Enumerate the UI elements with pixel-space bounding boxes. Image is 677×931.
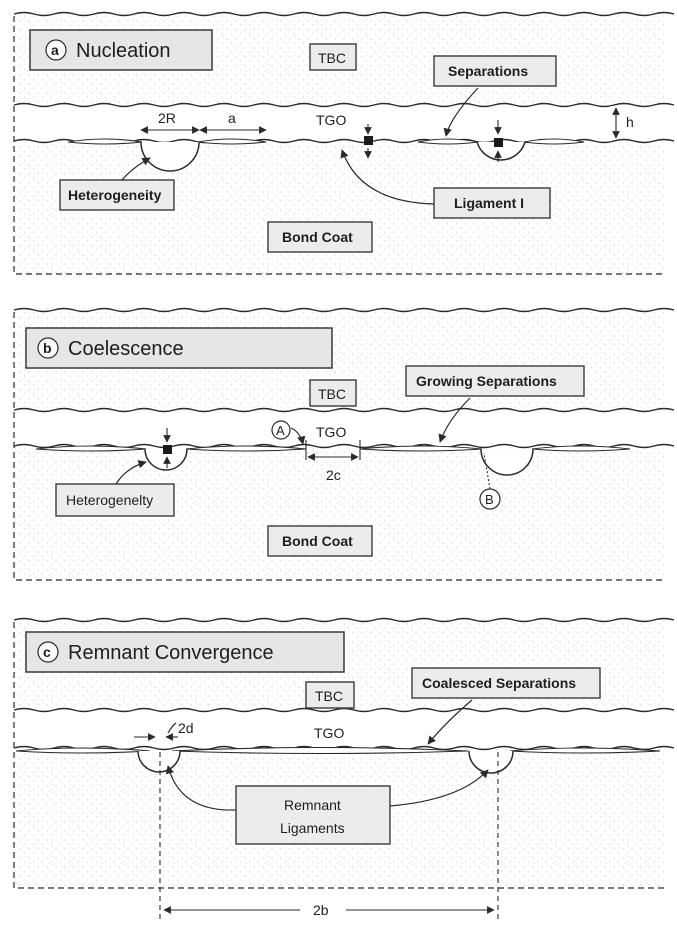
panel-c-title: Remnant Convergence <box>68 642 274 664</box>
panel-a-bondcoat-box <box>267 221 373 253</box>
panel-a-tbc-box <box>309 43 357 71</box>
panel-b-marker-a-circle <box>271 420 291 440</box>
panel-b-ligament-square <box>163 445 172 454</box>
panel-c-title-box <box>25 631 345 673</box>
panel-b-2c-label: 2c <box>326 467 341 483</box>
panel-a-tbc-label: TBC <box>318 50 346 66</box>
panel-c-tbc-box <box>305 681 355 709</box>
panel-c-coalesced-box <box>411 667 601 699</box>
panel-a-separation <box>197 138 267 145</box>
panel-a-separations-leader <box>443 87 479 137</box>
panel-b-growing-box <box>405 365 585 397</box>
panel-c-dashed-boundary <box>13 622 664 889</box>
panel-b-letter-circle <box>37 337 59 359</box>
panel-b-marker-a-arrow <box>290 427 306 445</box>
panel-a-tgo-label: TGO <box>316 112 346 128</box>
panel-a-letter-circle <box>45 39 67 61</box>
panel-a-separation <box>523 138 585 145</box>
panel-a-tbc-tgo-interface <box>13 102 675 108</box>
panel-b-tgo-band <box>14 408 664 446</box>
panel-a-ligament-square <box>364 136 373 145</box>
panel-a-heterogeneity-arc <box>140 141 200 172</box>
panel-c-remnant-leader-left <box>165 765 237 811</box>
panel-c-coalesced-label: Coalesced Separations <box>422 675 576 691</box>
panel-a-title: Nucleation <box>76 40 171 62</box>
panel-b: 2c A B b Coelescence TBC TGO Growing Sep… <box>13 307 675 581</box>
panel-c-tgo-label: TGO <box>314 725 344 741</box>
panel-a-dashed-boundary <box>13 16 664 275</box>
panel-b-heterogeneity-arc <box>480 448 534 476</box>
panel-b-bondcoat-label: Bond Coat <box>282 533 353 549</box>
panel-b-heterogeneity-leader <box>115 460 147 485</box>
panel-b-bondcoat-box <box>267 525 373 557</box>
panel-b-title: Coelescence <box>68 338 184 360</box>
panel-c-coalesced-leader <box>427 699 473 745</box>
panel-b-tgo-label: TGO <box>316 424 346 440</box>
panel-a-letter: a <box>51 42 59 58</box>
panel-c-2b-label: 2b <box>313 902 329 918</box>
panel-c-remnant-arc <box>468 750 514 774</box>
panel-a-heterogeneity-label: Heterogeneity <box>68 187 162 203</box>
panel-b-title-box <box>25 327 333 369</box>
panel-a-ligament-label: Ligament I <box>454 195 524 211</box>
panel-c-separation <box>509 747 661 754</box>
panel-c-remnant-box <box>235 785 391 845</box>
panel-a-heterogeneity-box <box>59 179 175 211</box>
panel-a-h-label: h <box>626 114 634 130</box>
panel-a-tgo-band <box>14 104 664 142</box>
panel-c-letter: c <box>43 644 51 660</box>
panel-c-2d-leader <box>167 722 177 734</box>
panel-b-letter: b <box>43 340 52 356</box>
panel-c-separation <box>171 746 469 755</box>
panel-a-2R-label: 2R <box>158 110 176 126</box>
panel-b-heterogeneity-box <box>55 483 175 517</box>
panel-b-marker-b: B <box>485 492 494 507</box>
panel-c: 2d c Remnant Convergence TBC TGO Coalesc… <box>13 617 675 920</box>
panel-a-bondcoat-label: Bond Coat <box>282 229 353 245</box>
panel-c-tgo-band <box>14 708 664 748</box>
panel-a-ligament-box <box>433 187 551 219</box>
panel-b-tbc-box <box>309 379 357 407</box>
panel-a-ligament-square <box>494 138 503 147</box>
panel-b-heterogeneity-label: Heterogenelty <box>66 492 153 508</box>
panel-a-a-label: a <box>228 110 236 126</box>
panel-b-separation <box>531 445 631 452</box>
panel-a: 2R a h a Nucleation TBC TGO Separations … <box>13 11 675 275</box>
panel-a-separations-box <box>433 55 557 87</box>
panel-c-top-edge <box>13 617 675 623</box>
panel-a-ligament-leader <box>340 149 435 205</box>
panel-b-marker-a: A <box>276 423 285 438</box>
panel-c-remnant-leader-right <box>389 769 489 807</box>
panel-c-2d-label: 2d <box>178 720 194 736</box>
panel-b-growing-leader <box>438 397 471 443</box>
panel-a-top-edge <box>13 11 675 17</box>
panel-c-remnant-line1: Remnant <box>284 797 341 813</box>
panel-b-tbc-label: TBC <box>318 386 346 402</box>
panel-c-tbc-label: TBC <box>315 688 343 704</box>
panel-c-remnant-line2: Ligaments <box>280 820 345 836</box>
panel-b-top-edge <box>13 307 675 313</box>
panel-b-tbc-tgo-interface <box>13 407 675 413</box>
panel-a-heterogeneity-leader <box>121 157 151 181</box>
panel-a-separations-label: Separations <box>448 63 528 79</box>
panel-c-letter-circle <box>37 641 59 663</box>
panel-b-growing-label: Growing Separations <box>416 373 557 389</box>
panel-b-dashed-boundary <box>13 312 664 581</box>
